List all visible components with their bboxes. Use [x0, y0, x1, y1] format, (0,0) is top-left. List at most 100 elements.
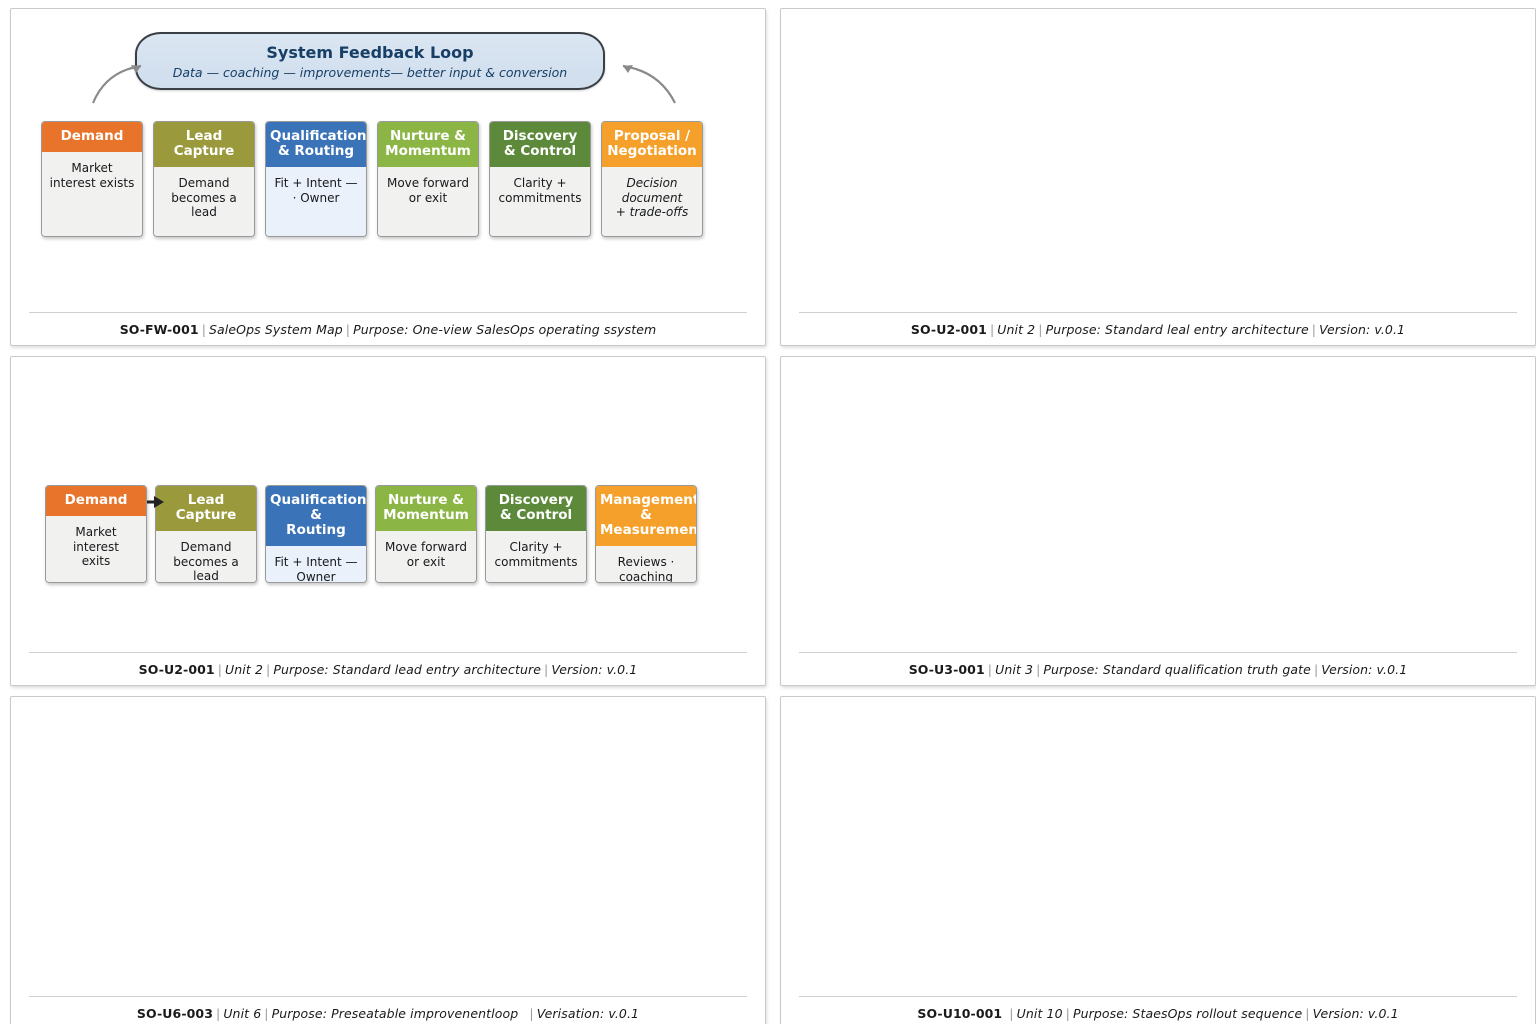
stage-desc-line: Owner	[296, 569, 336, 583]
footer-purpose: Purpose: StaesOps rollout sequence	[1072, 1006, 1303, 1021]
stage-card-title: Management& Measurement	[596, 486, 697, 547]
stage-desc-line: · Owner	[292, 190, 340, 205]
footer-unit: Unit 6	[223, 1006, 262, 1021]
stage-desc-line: or exit	[408, 190, 448, 205]
footer-version: Verisation: v.0.1	[536, 1006, 640, 1021]
footer-unit: Unit 3	[995, 662, 1034, 677]
loop-arrow-right-icon	[622, 64, 676, 104]
panel-lead-entry: Inbound DemandOutbound DemandPartner Dem…	[780, 8, 1536, 346]
stage-title-line: Qualification	[270, 128, 367, 144]
stage-desc-line: Market interest	[72, 525, 120, 554]
stage-desc-line: Move forward	[386, 176, 469, 191]
stage-card-title: Lead Capture	[156, 486, 256, 532]
stage-card-title: Demand	[46, 486, 146, 517]
stage-desc-line: + trade-offs	[615, 205, 689, 220]
footer-purpose: Purpose: Preseatable improvenentloop	[271, 1006, 519, 1021]
stage-desc-line: or exit	[406, 554, 446, 569]
stage-desc-line: Decision document	[621, 176, 683, 205]
stage-desc-line: Move forward	[384, 540, 467, 555]
footer-version: Version: v.0.1	[1312, 1006, 1399, 1021]
stage-card-title: Discovery& Control	[486, 486, 586, 532]
stage-title-line: & Control	[503, 143, 577, 160]
footer-unit: Unit 10	[1016, 1006, 1063, 1021]
footer-unit: SaleOps System Map	[209, 322, 343, 337]
stage-title-line: Management	[600, 492, 697, 508]
stage-title-line: Momentum	[383, 507, 469, 524]
footer-code: SO-U2-001	[910, 322, 987, 337]
stage-card-title: Nurture &Momentum	[378, 122, 478, 168]
stage-card-description: Clarity +commitments	[486, 531, 586, 582]
stage-title-line: Momentum	[385, 143, 471, 160]
stage-title-line: Nurture &	[390, 128, 466, 144]
footer-version: Version: v.0.1	[1321, 662, 1408, 677]
footer-unit: Unit 2	[997, 322, 1036, 337]
footer-code: SO-U2-001	[138, 662, 215, 677]
loop-arrow-left-icon	[91, 64, 142, 104]
stage-desc-line: becomes a lead	[171, 190, 237, 220]
footer-code: SO-U6-003	[136, 1006, 213, 1021]
feedback-loop-title: System Feedback Loop	[266, 42, 474, 62]
footer-purpose: Purpose: One-view SalesOps operating ssy…	[353, 322, 657, 337]
stage-desc-line: commitments	[498, 190, 582, 205]
stage-desc-line: exits	[81, 554, 111, 569]
footer-unit: Unit 2	[225, 662, 264, 677]
stage-desc-line: Demand	[178, 176, 230, 191]
footer-version: Version: v.0.1	[551, 662, 638, 677]
stage-card-title: Discovery& Control	[490, 122, 590, 168]
stage-desc-line: commitments	[494, 554, 578, 569]
footer-purpose: Purpose: Standard leal entry architectur…	[1045, 322, 1309, 337]
stage-card-title: Proposal /Negotiation	[602, 122, 702, 168]
stage-card-title: Demand	[42, 122, 142, 153]
panel-footer: SO-U3-001|Unit 3|Purpose: Standard quali…	[799, 652, 1517, 677]
stage-title-line: Demand	[64, 492, 128, 508]
panel-footer: SO-U10-001 |Unit 10|Purpose: StaesOps ro…	[799, 996, 1517, 1021]
footer-purpose: Purpose: Standard qualification truth ga…	[1043, 662, 1311, 677]
footer-code: SO-U3-001	[908, 662, 985, 677]
feedback-loop-subtitle: Data — coaching — improvements— better i…	[172, 64, 568, 80]
panel-footer: SO-FW-001|SaleOps System Map|Purpose: On…	[29, 312, 747, 337]
stage-desc-line: Market	[71, 161, 113, 176]
stage-desc-line: Demand	[180, 540, 232, 555]
stage-title-line: Proposal /	[613, 128, 691, 144]
stage-desc-line: Clarity +	[513, 176, 567, 191]
stage-title-line: & Routing	[277, 143, 355, 160]
footer-code: SO-U10-001	[917, 1006, 1003, 1021]
stage-card-description: Decision document+ trade-offs	[602, 167, 702, 236]
stage-desc-line: becomes a lead	[173, 554, 239, 583]
panel-rollout-sequence: Phase 1TruthPhase 2FlowPhase 3ClarityPha…	[780, 696, 1536, 1024]
panel-footer: SO-U2-001|Unit 2|Purpose: Standard lead …	[29, 652, 747, 677]
stage-title-line: & Control	[499, 507, 573, 524]
stage-card-description: Clarity +commitments	[490, 167, 590, 236]
demand-to-capture-arrow-icon	[147, 496, 164, 508]
footer-purpose: Purpose: Standard lead entry architectur…	[273, 662, 541, 677]
stage-desc-line: Fit + Intent —	[274, 176, 358, 191]
footer-version: Version: v.0.1	[1319, 322, 1406, 337]
panel-coaching-loop: Authority ConfirmedScope & Boundaries Cl…	[10, 696, 766, 1024]
stage-title-line: Lead Capture	[175, 492, 237, 524]
footer-code: SO-FW-001	[119, 322, 199, 337]
stage-title-line: Qualification &	[270, 492, 367, 524]
panel-system-map: System Feedback Loop Data — coaching — i…	[10, 8, 766, 346]
panel-truth-gate: ADVANCENURTUREDISQUALIFY(Bad Fit)DISQUAL…	[780, 356, 1536, 686]
feedback-loop-banner: System Feedback Loop Data — coaching — i…	[135, 32, 605, 90]
